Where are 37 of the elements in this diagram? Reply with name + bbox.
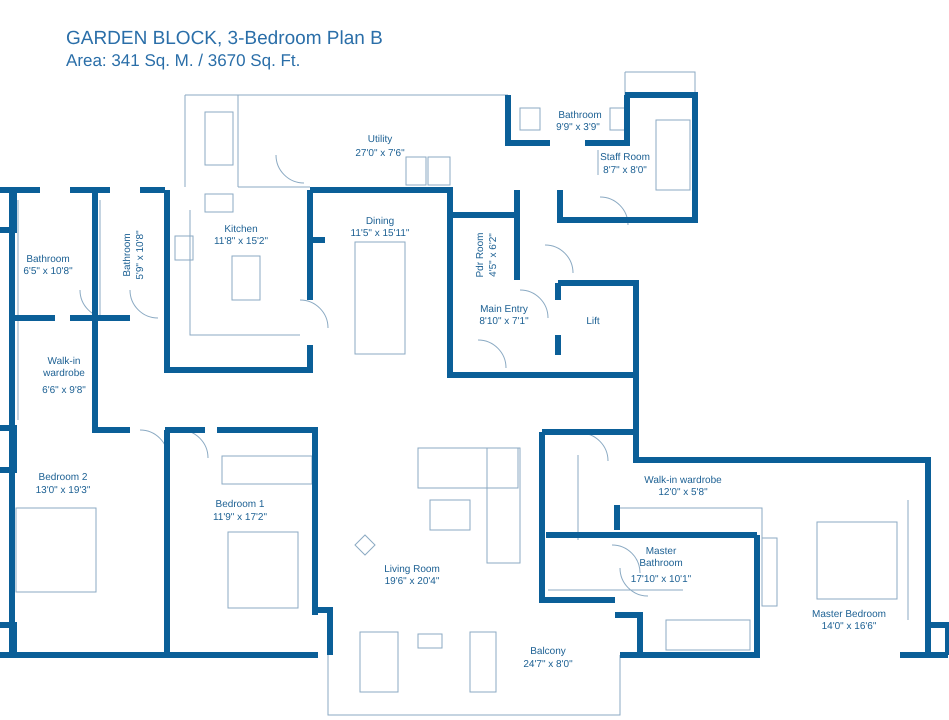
room-label: Bathroom [26, 254, 70, 266]
room-label: Pdr Room [475, 232, 487, 278]
room-label: 13'0" x 19'3" [36, 485, 90, 497]
room-label: Balcony [530, 646, 566, 658]
room-label: 19'6" x 20'4" [384, 576, 440, 588]
room-label: Staff Room [600, 152, 650, 164]
room-label: 14'0" x 16'6" [822, 621, 876, 633]
plan-title: GARDEN BLOCK, 3-Bedroom Plan B [66, 28, 383, 50]
room-label: 24'7" x 8'0" [523, 659, 573, 671]
room-label: 6'5" x 10'8" [23, 266, 73, 278]
room-label: Bathroom [122, 233, 134, 277]
room-label: 4'5" x 6'2" [488, 233, 500, 277]
area-label: Area: 341 Sq. M. / 3670 Sq. Ft. [66, 51, 300, 71]
room-label: 6'6" x 9'8" [42, 385, 86, 397]
room-label: 8'7" x 8'0" [603, 165, 647, 177]
room-label: 12'0" x 5'8" [658, 487, 708, 499]
room-label: 9'9" x 3'9" [556, 122, 600, 134]
room-label: Living Room [384, 564, 440, 576]
room-label: Master Bathroom [638, 546, 684, 570]
room-label: 5'9" x 10'8" [135, 230, 147, 280]
room-label: Kitchen [224, 224, 258, 236]
room-label: Lift [586, 316, 600, 328]
room-label: 17'10" x 10'1" [630, 574, 692, 586]
room-label: Bathroom [558, 110, 602, 122]
room-label: 11'8" x 15'2" [214, 236, 268, 248]
room-label: Dining [366, 216, 394, 228]
room-label: Walk-in wardrobe [644, 475, 722, 487]
room-label: 11'9" x 17'2" [212, 512, 268, 524]
room-label: Bedroom 2 [38, 472, 88, 484]
room-label: 11'5" x 15'11" [350, 228, 410, 240]
room-label: Bedroom 1 [216, 499, 264, 511]
room-label: Utility [368, 134, 392, 146]
room-label: Walk-in wardrobe [42, 356, 86, 380]
room-label: Main Entry [480, 304, 528, 316]
room-label: Master Bedroom [812, 609, 886, 621]
room-label: 8'10" x 7'1" [479, 316, 529, 328]
room-label: 27'0" x 7'6" [355, 148, 405, 160]
